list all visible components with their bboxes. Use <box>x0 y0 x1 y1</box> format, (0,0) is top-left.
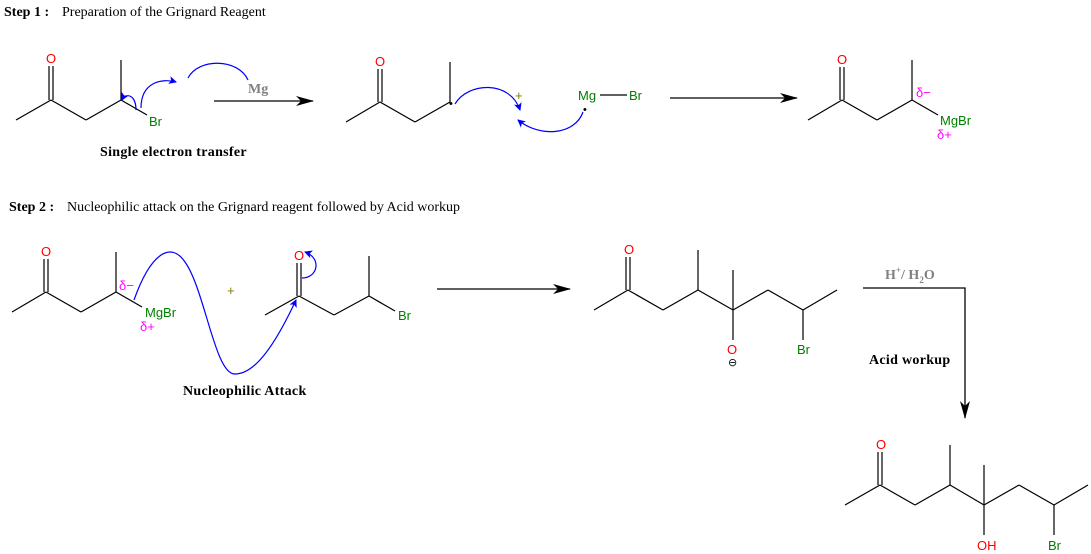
electron-arrow-from-mg <box>187 62 249 81</box>
magnesium-atom: Mg <box>578 88 596 103</box>
oxygen-atom: O <box>41 244 51 259</box>
mgbr-group: MgBr <box>940 113 972 128</box>
carbon-radical-dot: • <box>449 98 453 110</box>
bromine-atom: Br <box>398 308 412 323</box>
oxygen-atom: O <box>46 51 56 66</box>
step1-radical-intermediate: O • <box>345 54 453 123</box>
step2-bromoketone-molecule: O Br <box>264 248 412 323</box>
delta-minus: δ− <box>119 278 134 293</box>
oxygen-atom: O <box>624 242 634 257</box>
electron-arrow-radical <box>454 86 522 111</box>
electron-arrow-c-br <box>121 91 137 111</box>
alkoxide-oxygen: O <box>727 342 737 357</box>
oxygen-atom: O <box>837 52 847 67</box>
step2-header: Step 2 : Nucleophilic attack on the Grig… <box>9 200 460 215</box>
electron-arrow-mg-radical <box>517 111 584 133</box>
delta-plus: δ+ <box>937 127 952 142</box>
bromine-atom: Br <box>797 342 811 357</box>
step2-label: Step 2 : <box>9 200 54 215</box>
workup-reagent: H+/ H2O <box>885 265 935 285</box>
oxygen-atom: O <box>375 54 385 69</box>
plus-sign: + <box>515 88 523 103</box>
step2-grignard-molecule: O δ− MgBr δ+ <box>11 244 177 334</box>
electron-arrow-carbonyl <box>301 250 317 279</box>
bromine-atom: Br <box>1048 538 1062 553</box>
step1-title: Preparation of the Grignard Reagent <box>62 5 266 20</box>
final-product-molecule: O OH Br <box>844 437 1089 553</box>
caption-single-electron-transfer: Single electron transfer <box>100 145 247 160</box>
caption-acid-workup: Acid workup <box>869 353 950 368</box>
step2-title: Nucleophilic attack on the Grignard reag… <box>67 200 460 215</box>
plus-sign: + <box>227 283 235 298</box>
step1-header: Step 1 : Preparation of the Grignard Rea… <box>4 5 266 20</box>
mg-radical-dot: • <box>583 104 587 116</box>
step2-alkoxide-intermediate: O O ⊖ Br <box>593 242 838 369</box>
step1-grignard-product: O δ− MgBr δ+ <box>807 52 972 142</box>
oxygen-atom: O <box>876 437 886 452</box>
mgbr-group: MgBr <box>145 305 177 320</box>
step1-label: Step 1 : <box>4 5 49 20</box>
electron-arrow-to-mg <box>140 76 177 109</box>
step1-reactant-molecule: O Br <box>15 51 163 129</box>
hydroxyl-group: OH <box>977 538 997 553</box>
mgbr-radical: Mg Br • <box>578 88 643 116</box>
reagent-mg: Mg <box>248 82 268 97</box>
bromine-atom: Br <box>149 114 163 129</box>
delta-plus: δ+ <box>140 319 155 334</box>
bromine-atom: Br <box>629 88 643 103</box>
electron-arrow-nucleophilic-attack <box>133 251 297 375</box>
oxygen-atom: O <box>294 248 304 263</box>
delta-minus: δ− <box>916 85 931 100</box>
acid-workup-arrow: H+/ H2O Acid workup <box>863 265 970 419</box>
caption-nucleophilic-attack: Nucleophilic Attack <box>183 384 307 399</box>
negative-charge: ⊖ <box>728 357 737 369</box>
